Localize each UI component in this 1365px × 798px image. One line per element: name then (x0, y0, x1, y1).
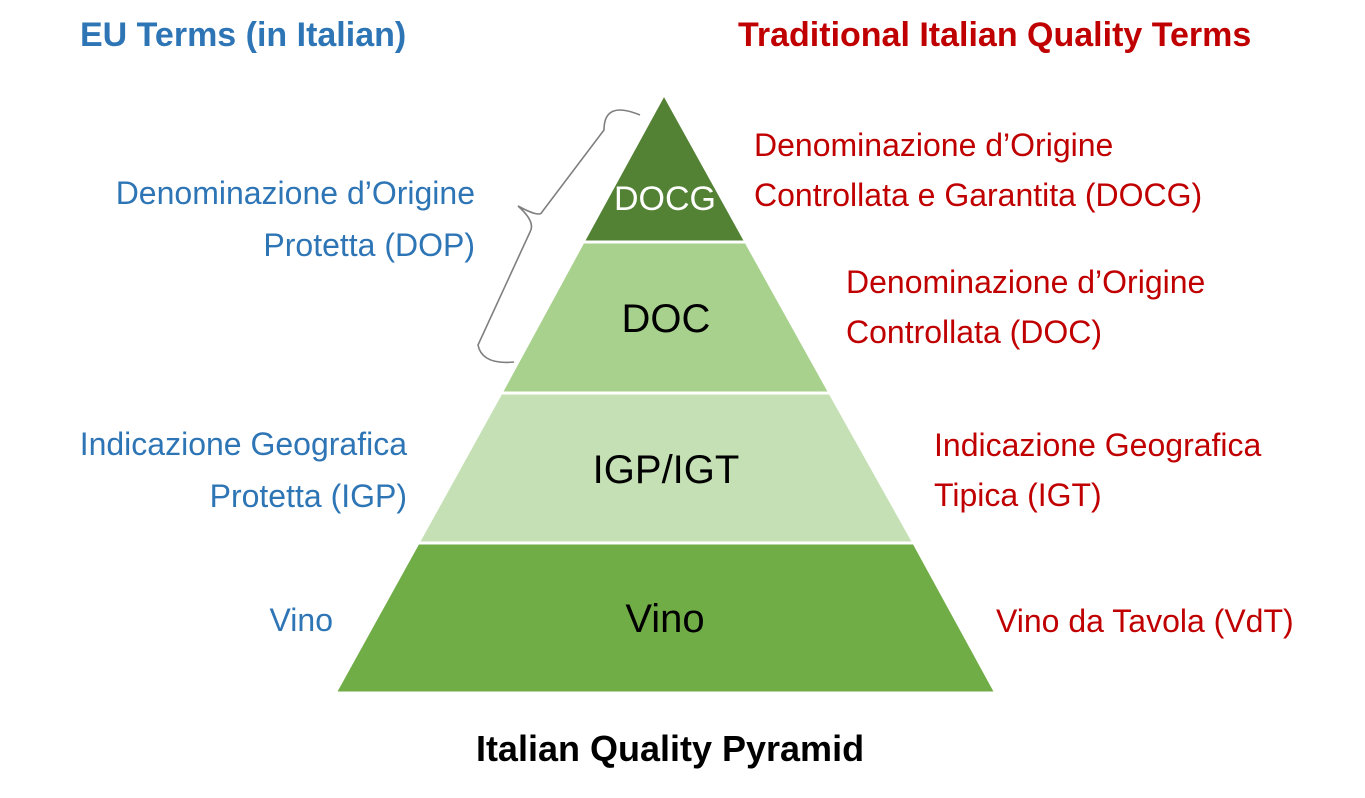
dop-bracket (477, 109, 641, 364)
traditional-term-doc: Denominazione d’Origine Controllata (DOC… (846, 264, 1206, 350)
eu-terms-header: EU Terms (in Italian) (80, 16, 407, 54)
eu-term-vino: Vino (269, 602, 333, 638)
traditional-term-igt: Indicazione Geografica Tipica (IGT) (934, 427, 1262, 513)
tier-label-igp-igt: IGP/IGT (593, 448, 740, 492)
diagram-title: Italian Quality Pyramid (475, 728, 865, 769)
eu-term-dop: Denominazione d’Origine Protetta (DOP) (115, 175, 475, 263)
traditional-term-vdt: Vino da Tavola (VdT) (996, 603, 1294, 639)
eu-term-igp: Indicazione Geografica Protetta (IGP) (79, 426, 407, 514)
tier-label-docg: DOCG (614, 180, 716, 218)
tier-dividers (418, 240, 914, 545)
traditional-term-docg: Denominazione d’Origine Controllata e Ga… (754, 127, 1203, 213)
traditional-terms-header: Traditional Italian Quality Terms (738, 16, 1252, 54)
tier-label-vino: Vino (625, 597, 704, 641)
tier-label-doc: DOC (622, 297, 711, 341)
